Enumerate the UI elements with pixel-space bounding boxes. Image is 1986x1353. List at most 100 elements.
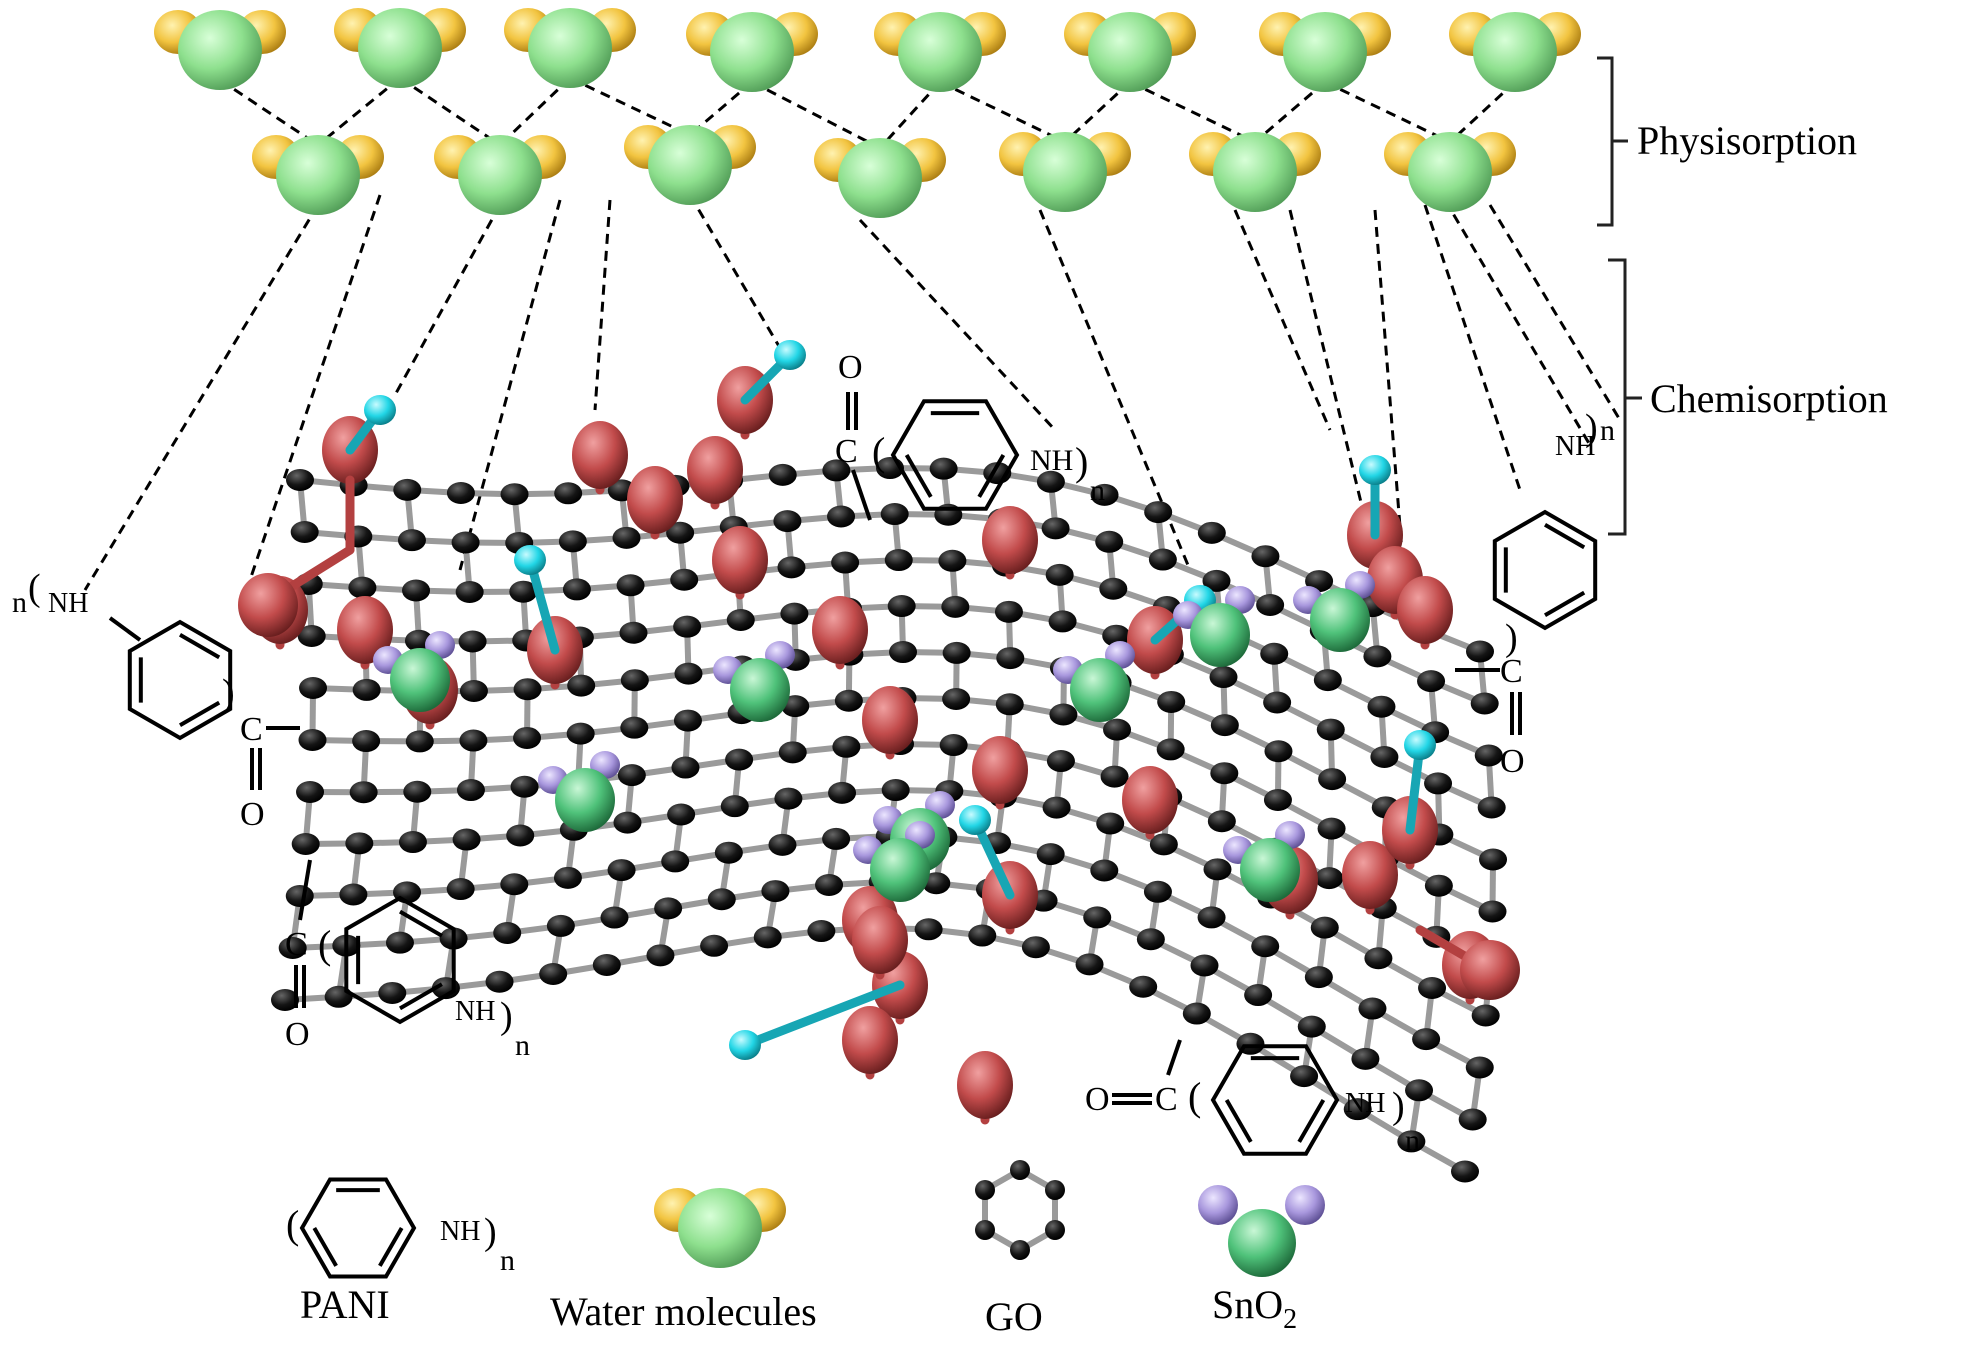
- carbon-atom: [566, 722, 595, 745]
- chemisorption-label: Chemisorption: [1650, 376, 1888, 421]
- sno2-molecule-icon: [1198, 1185, 1325, 1277]
- chemisorption-bond: [248, 194, 382, 581]
- n-symbol: n: [1405, 1124, 1420, 1157]
- carbon-atom: [1046, 750, 1075, 773]
- carbon-atom: [1190, 954, 1219, 977]
- carbon-atom: [1207, 810, 1236, 833]
- oxygen-symbol: O: [285, 1016, 310, 1053]
- hydrogen-bond: [1324, 80, 1451, 144]
- carbon-atom: [398, 831, 427, 854]
- carbon-atom: [1251, 935, 1280, 958]
- carbon-atom: [1149, 833, 1178, 856]
- carbon-atom: [1297, 1015, 1326, 1038]
- carbon-atom: [513, 726, 542, 749]
- carbon-atom: [674, 662, 703, 685]
- carbon-atom: [451, 531, 480, 554]
- carbon-atom: [822, 459, 851, 482]
- oxygen-atom: [812, 596, 868, 664]
- carbon-atom: [828, 781, 857, 804]
- carbon-atom: [393, 478, 422, 501]
- benzene-ring: [1210, 1044, 1340, 1156]
- hydrogen-bond: [878, 80, 942, 150]
- carbon-atom: [397, 529, 426, 552]
- oxygen-atom: [648, 125, 732, 205]
- carbon-atom: [1197, 906, 1226, 929]
- carbon-atom: [914, 918, 943, 941]
- carbon-atom: [1264, 740, 1293, 763]
- oxygen-atom: [957, 1051, 1013, 1119]
- oxygen-atom: [358, 8, 442, 88]
- carbon-atom: [345, 832, 374, 855]
- nh-symbol: NH: [455, 996, 495, 1027]
- carbon-atom: [942, 641, 971, 664]
- carbon-atom: [339, 883, 368, 906]
- carbon-atom: [670, 568, 699, 591]
- carbon-symbol: C: [1500, 653, 1523, 690]
- carbon-atom: [500, 483, 529, 506]
- carbon-atom: [1417, 670, 1446, 693]
- oxygen-atom: [687, 436, 743, 504]
- oxygen-atom: [627, 466, 683, 534]
- carbon-atom: [880, 503, 909, 526]
- carbon-atom: [291, 833, 320, 855]
- carbon-atom: [297, 625, 326, 647]
- water-molecule: [1384, 132, 1516, 212]
- carbon-atom: [942, 687, 971, 710]
- chemisorption-bond: [688, 194, 792, 366]
- carbon-atom: [922, 872, 951, 895]
- carbon-atom: [1470, 692, 1499, 715]
- carbon-atom: [459, 680, 488, 703]
- carbon-atom: [725, 748, 754, 771]
- oxygen-atom: [1460, 940, 1520, 1000]
- carbon-symbol: C: [285, 926, 308, 963]
- carbon-atom: [1318, 768, 1347, 791]
- carbon-atom: [348, 576, 377, 599]
- carbon-atom: [1202, 569, 1231, 592]
- benzene-ring: [1492, 509, 1598, 631]
- benzene-ring: [890, 399, 1020, 511]
- carbon-atom: [352, 678, 381, 701]
- hydrogen-atom: [514, 545, 546, 575]
- water-molecule: [1189, 132, 1321, 212]
- carbon-atom: [612, 526, 641, 549]
- carbon-atom: [1343, 1098, 1372, 1121]
- carbon-atom: [1412, 1028, 1441, 1051]
- oxygen-atom: [898, 12, 982, 92]
- carbon-atom: [452, 828, 481, 851]
- carbon-atom: [620, 669, 649, 692]
- paren: (: [28, 567, 41, 609]
- carbon-atom: [1210, 714, 1239, 737]
- carbon-atom: [1045, 1180, 1065, 1200]
- carbon-atom: [1304, 966, 1333, 989]
- carbon-atom: [1099, 577, 1128, 600]
- hydrogen-bond: [498, 76, 572, 147]
- carbon-atom: [1317, 817, 1346, 840]
- carbon-atom: [1136, 928, 1165, 951]
- carbon-atom: [1424, 874, 1453, 897]
- physisorption-brace: [1597, 56, 1628, 227]
- carbon-atom: [1156, 738, 1185, 761]
- hydrogen-bond: [399, 76, 501, 147]
- oxygen-atom: [178, 10, 262, 90]
- carbon-atom: [446, 878, 475, 901]
- tin-atom: [1310, 588, 1370, 652]
- carbon-atom: [510, 775, 539, 798]
- oxygen-atom: [458, 135, 542, 215]
- oxygen-atom: [528, 8, 612, 88]
- physisorption-bonds: [219, 76, 1517, 150]
- carbon-atom: [298, 729, 327, 751]
- carbon-atom: [753, 926, 782, 949]
- carbon-atom: [1244, 984, 1273, 1007]
- carbon-symbol: C: [240, 711, 263, 748]
- paren: ): [1075, 439, 1088, 484]
- carbon-atom: [1129, 975, 1158, 998]
- carbon-atom: [994, 600, 1023, 623]
- carbon-atom: [831, 551, 860, 574]
- legend: (NH)n PANI Water molecules GO SnO2: [286, 1160, 1325, 1339]
- carbon-atom: [661, 850, 690, 873]
- carbon-atom: [887, 595, 916, 618]
- carbon-atom: [1358, 997, 1387, 1020]
- carbon-atom: [1143, 880, 1172, 903]
- water-molecule: [504, 8, 636, 88]
- carbon-atom: [827, 505, 856, 528]
